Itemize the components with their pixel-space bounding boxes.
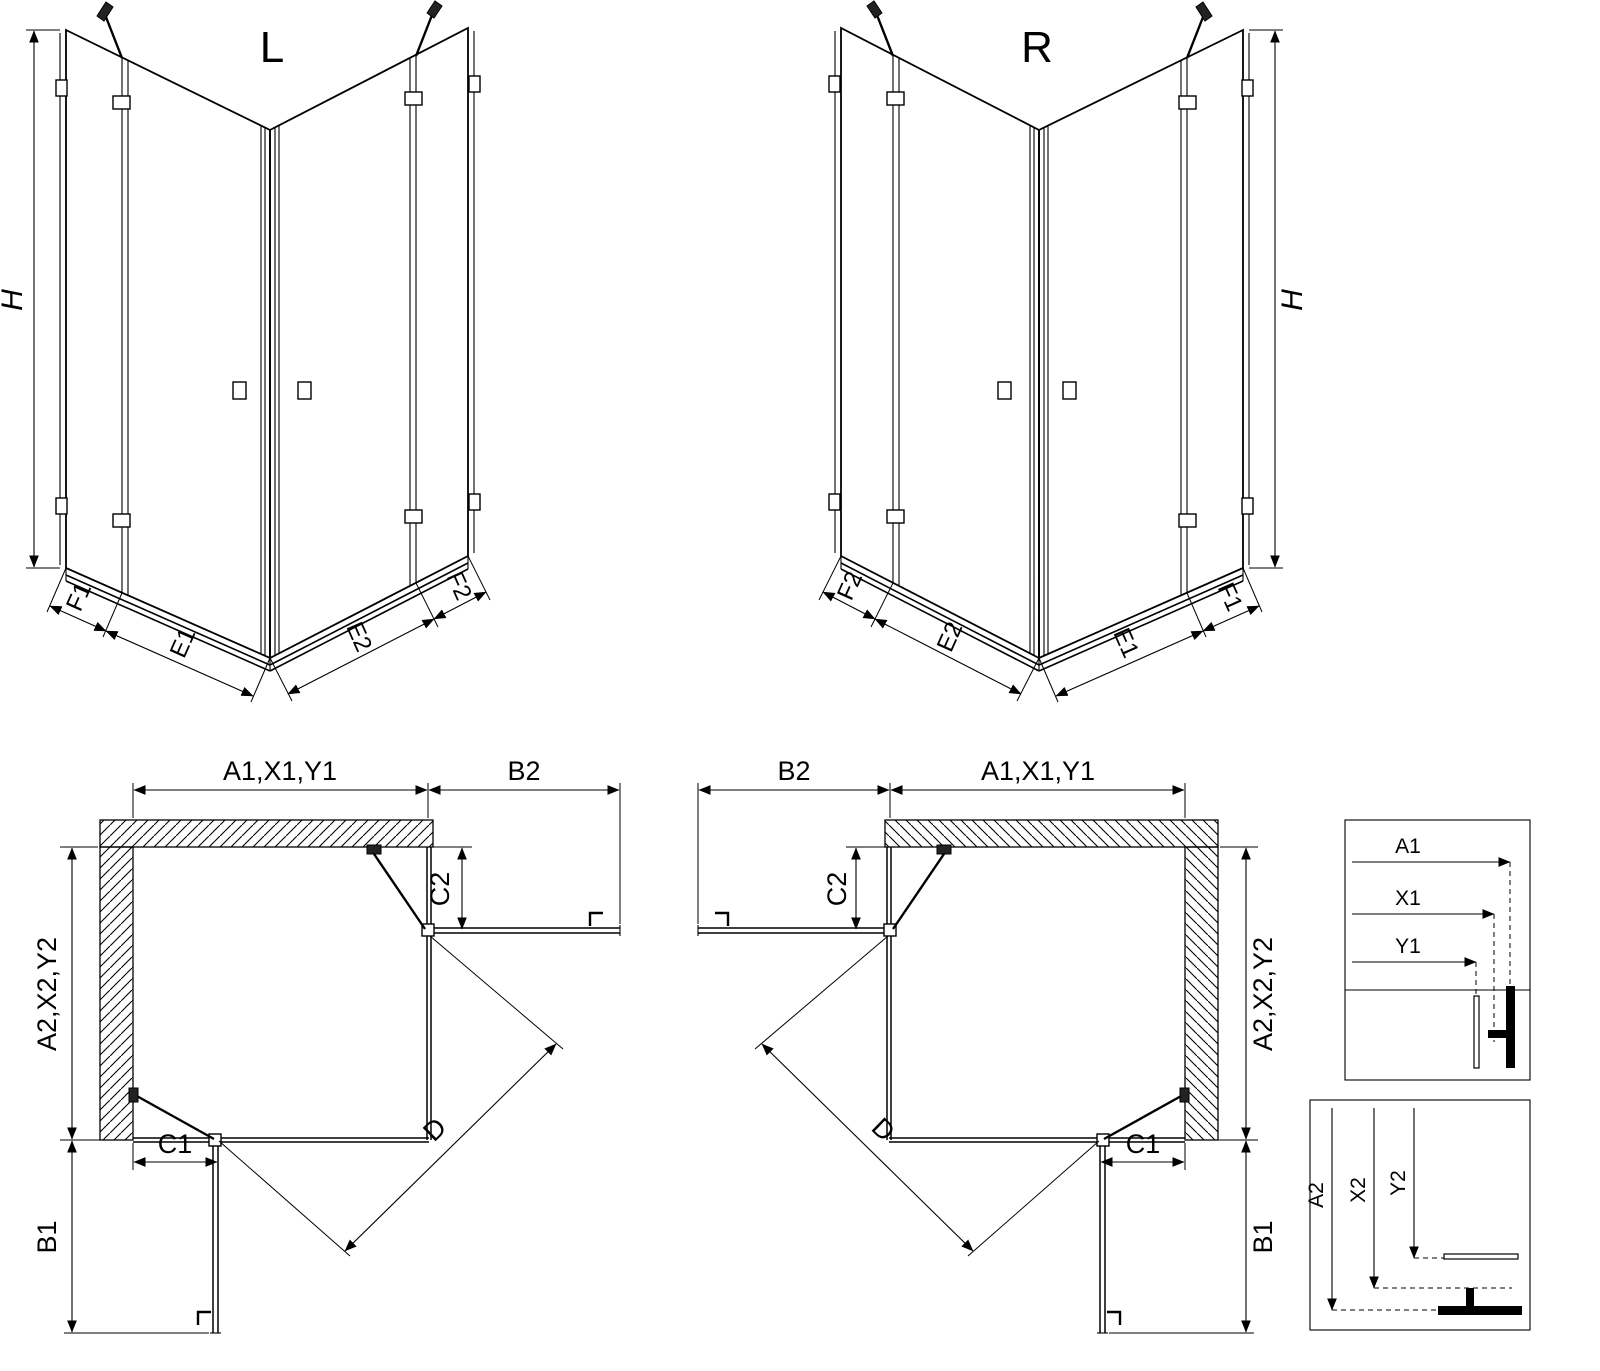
detail-dim-x1: X1 [1395,887,1421,910]
right-3d-linework [819,1,1283,702]
right-plan-linework [698,783,1258,1333]
view-title-right: R [1021,23,1053,72]
left-3d-linework [26,1,490,702]
right-3d-view: R H F2 E2 E1 F1 [819,1,1309,702]
bottom-dim-f1-left: F1 [61,579,97,616]
plan-dim-a2x2y2-right: A2,X2,Y2 [1248,937,1278,1051]
view-title-left: L [260,23,284,72]
plan-dim-b2-left: B2 [507,756,540,786]
right-plan-view: A1,X1,Y1 B2 A2,X2,Y2 C2 C1 B1 D [698,756,1278,1333]
detail-dim-y2: Y2 [1387,1170,1410,1196]
detail-dim-a2: A2 [1305,1182,1328,1208]
bottom-dim-e2-right: E2 [932,618,969,656]
plan-dim-a1x1y1-right: A1,X1,Y1 [981,756,1095,786]
wall-profile-icon [1506,986,1515,1068]
plan-dim-c2-right: C2 [822,872,852,907]
bottom-dim-e1-left: E1 [165,624,202,662]
bottom-dim-e2-left: E2 [341,618,378,656]
detail-dim-a1: A1 [1395,835,1421,858]
height-dim-label-right: H [1276,289,1309,311]
left-plan-linework [60,783,620,1333]
plan-dim-c2-left: C2 [425,872,455,907]
plan-dim-c1-left: C1 [158,1129,193,1159]
plan-dim-a2x2y2-left: A2,X2,Y2 [32,937,62,1051]
bottom-dim-e1-right: E1 [1108,624,1145,662]
profile-bracket-icon [1466,1288,1474,1306]
detail-depth-box: A2 X2 Y2 [1305,1099,1531,1331]
detail-dim-y1: Y1 [1395,935,1421,958]
profile-bracket-icon [1488,1030,1506,1038]
left-plan-view: A1,X1,Y1 B2 A2,X2,Y2 C2 C1 B1 D [32,756,620,1333]
plan-dim-c1-right: C1 [1126,1129,1161,1159]
left-3d-view: L H F1 E1 E2 F2 [0,1,490,702]
detail-width-box: A1 X1 Y1 [1344,819,1531,1081]
bottom-dim-f1-right: F1 [1212,579,1248,616]
detail-dim-x2: X2 [1347,1177,1370,1203]
glass-edge-icon [1473,995,1480,1069]
plan-dim-b1-left: B1 [32,1220,62,1253]
glass-edge-icon [1443,1253,1519,1260]
bottom-dim-f2-right: F2 [832,568,868,605]
plan-dim-b2-right: B2 [777,756,810,786]
wall-profile-icon [1438,1306,1522,1315]
plan-dim-b1-right: B1 [1248,1220,1278,1253]
plan-dim-a1x1y1-left: A1,X1,Y1 [223,756,337,786]
bottom-dim-f2-left: F2 [441,568,477,605]
height-dim-label-left: H [0,289,29,311]
